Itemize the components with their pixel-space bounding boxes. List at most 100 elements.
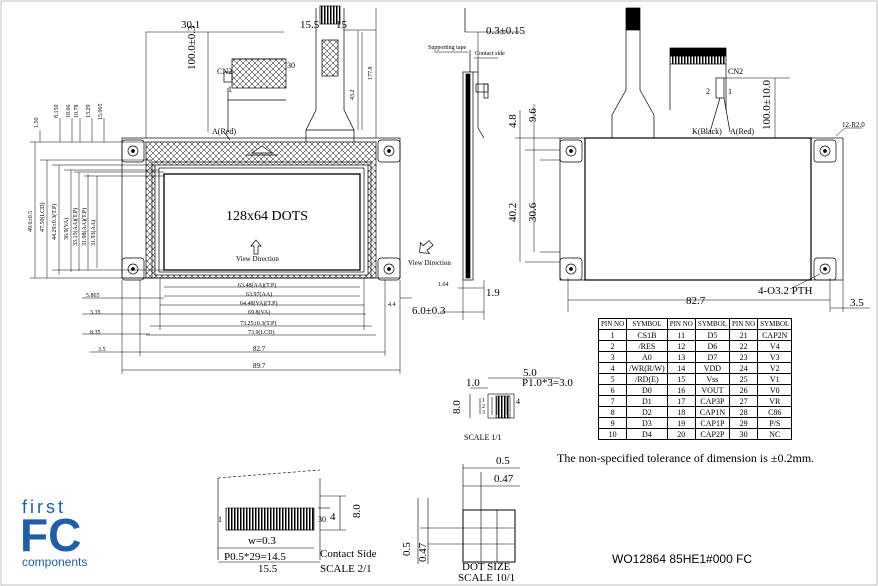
side-dim-1-04: 1.04: [438, 282, 449, 288]
front-pin1-label: 1: [228, 85, 232, 94]
pin-table-cell: 10: [597, 428, 628, 440]
front-tdim-3: 10.66: [66, 104, 72, 119]
rear-dim-4-8: 4.8: [507, 114, 519, 128]
pin-table-cell: 27: [729, 395, 759, 407]
pin-table-cell: CAP1N: [694, 406, 731, 418]
pin-table-cell: 29: [729, 417, 759, 429]
fpc-width: w=0.3: [248, 535, 276, 547]
pin-table-cell: 21: [729, 329, 759, 341]
pin-table-cell: 6: [597, 384, 628, 396]
logo-components: components: [22, 555, 88, 569]
conn-pitch: P1.0*3=3.0: [522, 377, 573, 389]
front-dim-4-4: 4.4: [388, 302, 396, 308]
pin-table-cell: 1: [597, 329, 628, 341]
pin-table-cell: Vss: [694, 373, 731, 385]
pin-table-cell: 3: [597, 351, 628, 363]
front-tdim-6: 15.065: [98, 103, 104, 121]
pin-table-header-cell: SYMBOL: [757, 318, 793, 330]
side-dim-1-9: 1.9: [486, 287, 500, 299]
dot-dim-0-47-left: 0.47: [417, 542, 429, 562]
conn-dim-8-0: 8.0: [451, 400, 463, 414]
front-tdim-5: 13.29: [86, 104, 92, 119]
front-vdim-4: 36.9(VA): [64, 217, 70, 240]
rear-dim-82-7: 82.7: [686, 295, 706, 307]
pin-table-cell: 11: [666, 329, 696, 341]
fpc-detail: [217, 469, 346, 563]
front-view-direction: View Direction: [236, 255, 279, 263]
front-vdim-3: 44.29±0.3(T.P): [52, 203, 58, 240]
front-tdim-4: 10.78: [74, 104, 80, 119]
pin-table-cell: 18: [666, 406, 696, 418]
front-dim-3-5: 3.5: [98, 347, 106, 353]
pin-table-cell: VR: [757, 395, 793, 407]
pin-table-cell: P/S: [757, 417, 793, 429]
pin-table-cell: 15: [666, 373, 696, 385]
fpc-pitch: P0.5*29=14.5: [224, 551, 286, 563]
fpc-dim-8-0: 8.0: [351, 504, 363, 518]
front-vdim-2: 47.50(LCD): [40, 202, 46, 233]
pin-table-cell: 19: [666, 417, 696, 429]
pin-table-cell: 26: [729, 384, 759, 396]
company-logo: first FC components: [20, 498, 110, 573]
pin-table-cell: V0: [757, 384, 793, 396]
front-dim-8-35: 8.35: [90, 330, 101, 336]
front-vdim-6: 31.98(AA)(T.P): [82, 207, 88, 246]
pin-table-cell: 24: [729, 362, 759, 374]
pin-table-cell: 13: [666, 351, 696, 363]
conn-pin-2: 2: [482, 404, 485, 410]
front-aa-label-2: 63.97(AA): [246, 292, 273, 298]
front-aa-label-6: 73.9(LCD): [248, 330, 275, 336]
rear-dim-40-2: 40.2: [507, 202, 519, 222]
side-dim-6-0: 6.0±0.3: [412, 305, 446, 317]
conn-dim-5-0: 5.0: [523, 367, 537, 379]
pin-table-cell: 22: [729, 340, 759, 352]
pin-table-cell: D0: [626, 384, 668, 396]
pin-table-cell: VOUT: [694, 384, 731, 396]
fpc-pin1: 1: [218, 515, 222, 524]
logo-fc: FC: [20, 509, 82, 561]
front-vdim-7: 31.93(AA): [91, 219, 97, 246]
pin-table-cell: 25: [729, 373, 759, 385]
pin-table-cell: 16: [666, 384, 696, 396]
pin-table-cell: 30: [729, 428, 759, 440]
pin-table-header-cell: PIN NO: [666, 318, 696, 330]
pin-table-header-cell: PIN NO: [729, 318, 759, 330]
front-pin30-label: 30: [287, 61, 295, 70]
front-dim-15-5: 15.5: [300, 19, 320, 31]
pin-table-cell: V4: [757, 340, 793, 352]
front-aa-label-4: 69.8(VA): [248, 310, 271, 316]
pin-table-cell: 14: [666, 362, 696, 374]
side-dim-0-3: 0.3±0.15: [486, 25, 526, 37]
dot-dim-0-47-top: 0.47: [494, 473, 514, 485]
pin-table-cell: 5: [597, 373, 628, 385]
pin-table-cell: NC: [757, 428, 793, 440]
fpc-scale: SCALE 2/1: [320, 563, 372, 575]
pin-table-cell: D3: [626, 417, 668, 429]
pin-table-cell: V2: [757, 362, 793, 374]
pin-table-header-cell: PIN NO: [597, 318, 628, 330]
front-dim-cable-height: 100.0±0.3: [186, 25, 198, 70]
pin-table-cell: C86: [757, 406, 793, 418]
pin-table-cell: 8: [597, 406, 628, 418]
front-view: [30, 5, 412, 374]
rear-radius-label: 12-R2.0: [842, 121, 865, 129]
conn-dim-1-0: 1.0: [466, 377, 480, 389]
pin-table-cell: D6: [694, 340, 731, 352]
front-tdim-2: 8.150: [54, 104, 60, 119]
front-vdim-1: 49.6±0.5: [28, 210, 34, 232]
conn-pin-3: 3: [482, 410, 485, 416]
pin-table-cell: A0: [626, 351, 668, 363]
front-dim-177-8: 177.8: [368, 66, 374, 81]
side-supporting-tape: Supporting tape: [428, 45, 467, 51]
dot-dim-0-5-left: 0.5: [401, 542, 413, 556]
front-aa-label-5: 73.25±0.3(T.P): [240, 321, 277, 327]
conn-pin-4: 4: [516, 397, 520, 406]
